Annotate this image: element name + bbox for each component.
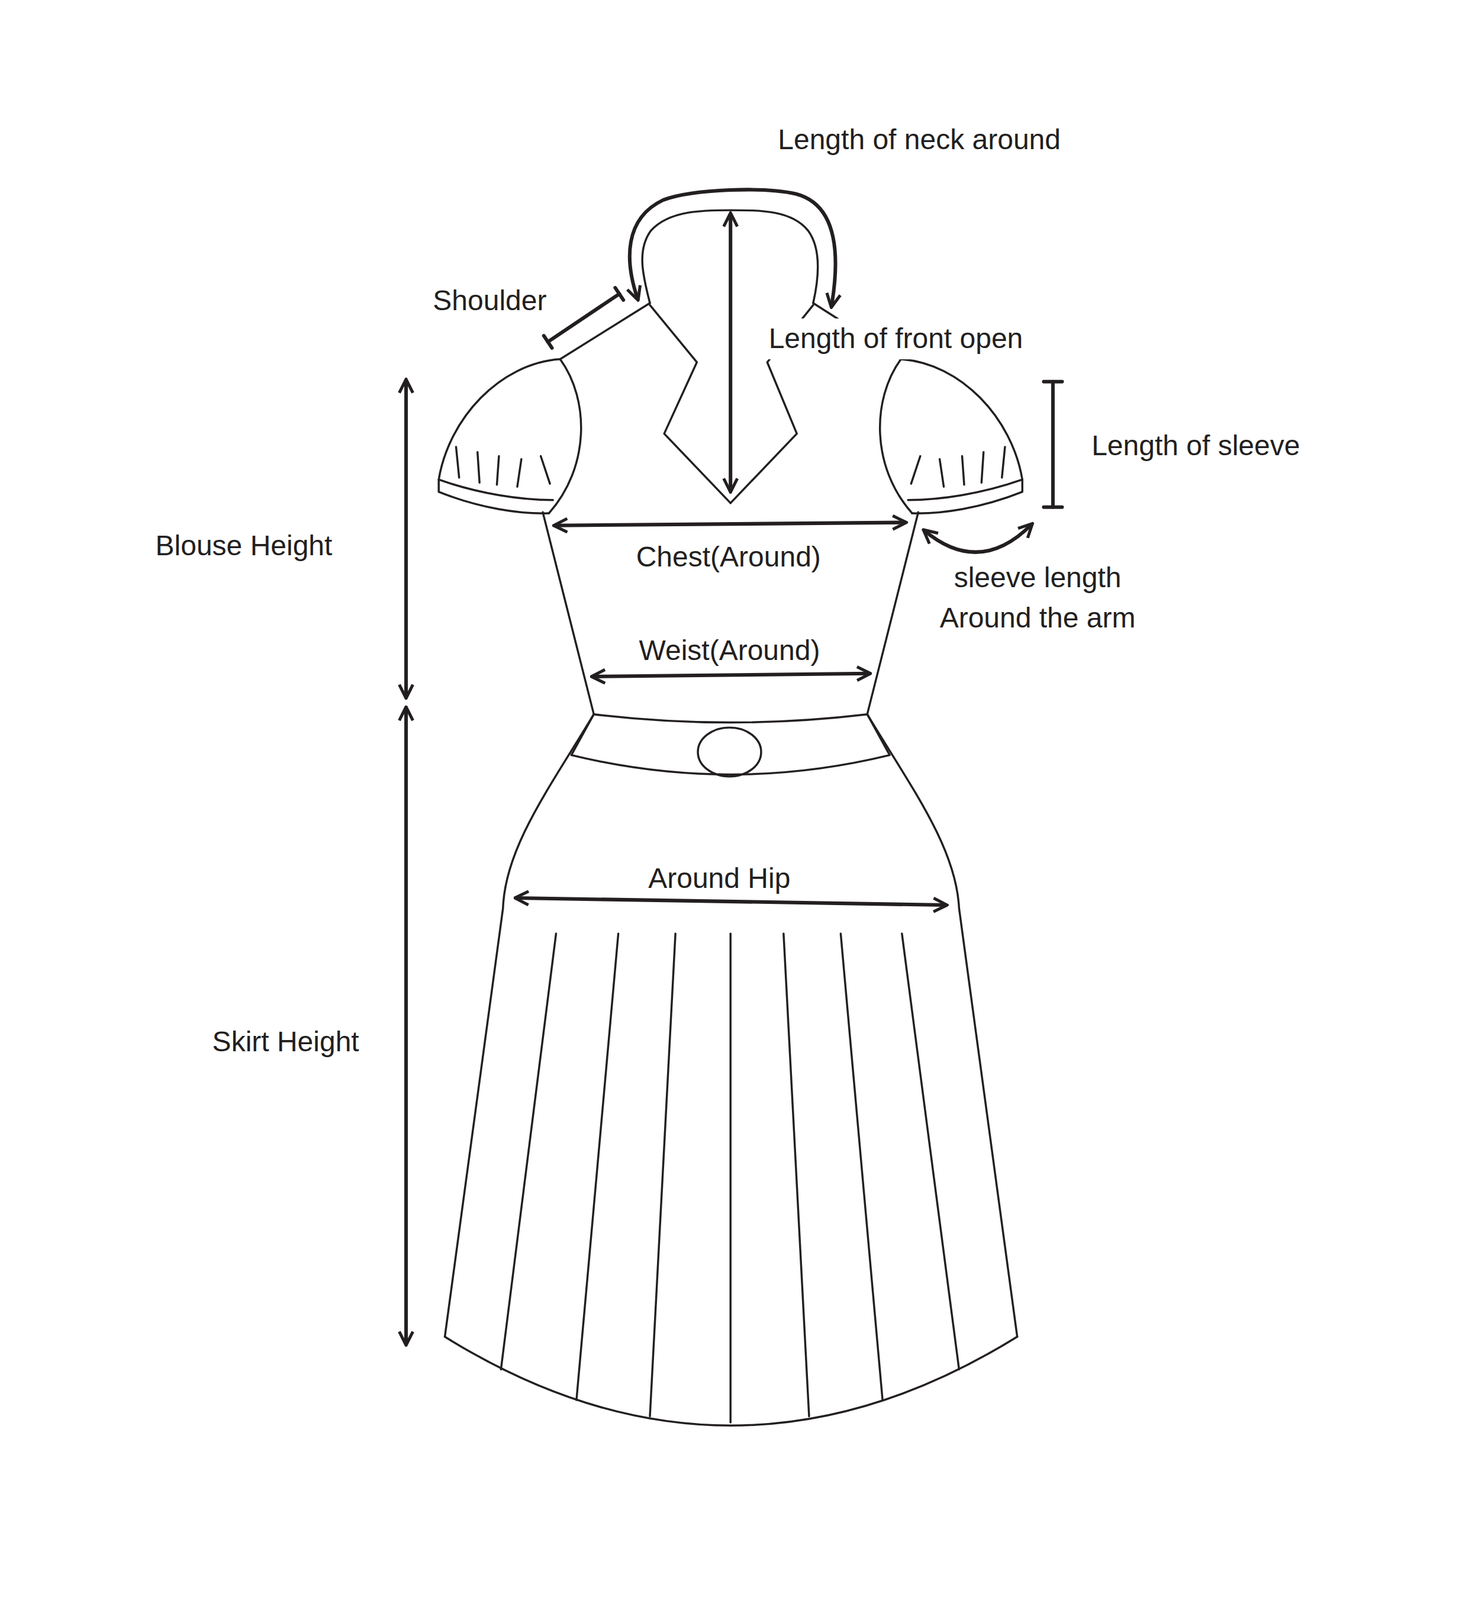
sleeve-gather: [477, 452, 480, 483]
sleeve-gather: [962, 456, 965, 485]
shoulder-measure: [548, 293, 620, 342]
measure-tick: [543, 335, 553, 349]
sleeve-gather: [939, 459, 945, 488]
neck-arrow: [629, 189, 836, 307]
left-sleeve: [438, 359, 582, 514]
sleeve-puff: [900, 359, 1023, 514]
skirt-side: [445, 714, 595, 1338]
dress-outline: [438, 210, 1023, 1426]
sleeve-gather: [981, 452, 984, 483]
skirt-pleat: [840, 933, 883, 1400]
skirt-pleat: [902, 933, 960, 1370]
chest-arrow: [555, 522, 905, 526]
measure-label: Chest(Around): [632, 536, 825, 578]
front-open-arrow: [728, 214, 733, 491]
measure-arrows: [406, 189, 1062, 1344]
skirt-pleat: [783, 933, 810, 1416]
skirt-pleat: [576, 933, 619, 1400]
measure-label: Length of sleeve: [1087, 425, 1304, 467]
sleeve-gather: [540, 456, 551, 485]
right-sleeve: [880, 359, 1023, 514]
sleeve-gather: [910, 456, 921, 485]
measure-label: sleeve length Around the arm: [906, 557, 1169, 639]
measure-tick: [1043, 505, 1062, 510]
sleeve-puff: [438, 359, 560, 514]
sleeve-gather: [456, 446, 460, 478]
skirt-pleat: [729, 933, 731, 1423]
belt-buckle: [697, 727, 762, 777]
measure-label: Skirt Height: [208, 1021, 363, 1063]
measure-tick: [614, 287, 624, 301]
sleeve-gather: [496, 456, 499, 485]
skirt-pleat: [649, 933, 676, 1416]
waistband: [571, 714, 890, 775]
shoulder-line: [559, 303, 650, 360]
sleeve-inner: [880, 359, 913, 514]
measure-label: Weist(Around): [635, 630, 824, 672]
sleeve-cuff: [907, 479, 1023, 500]
skirt-pleat: [500, 933, 556, 1370]
measure-label: Around Hip: [644, 858, 794, 900]
measure-label: Shoulder: [429, 280, 550, 322]
measure-label: Length of neck around: [774, 119, 1065, 161]
sleeve-cuff: [438, 479, 553, 500]
sleeve-gather: [517, 459, 522, 488]
measure-label: Blouse Height: [152, 525, 337, 567]
skirt-height-arrow: [404, 707, 408, 1344]
measure-tick: [1043, 379, 1062, 384]
sleeve-gather: [1002, 446, 1006, 478]
hip-arrow: [516, 897, 946, 905]
sleeve-inner: [548, 359, 581, 514]
torso-side: [867, 511, 919, 714]
arm-around-arrow: [924, 524, 1032, 553]
blouse-height-arrow: [404, 380, 408, 697]
measure-label: Length of front open: [765, 318, 1027, 360]
collar-left: [649, 304, 731, 503]
waist-arrow: [593, 673, 870, 677]
sleeve-length-measure: [1051, 381, 1055, 508]
torso-side: [542, 511, 594, 714]
